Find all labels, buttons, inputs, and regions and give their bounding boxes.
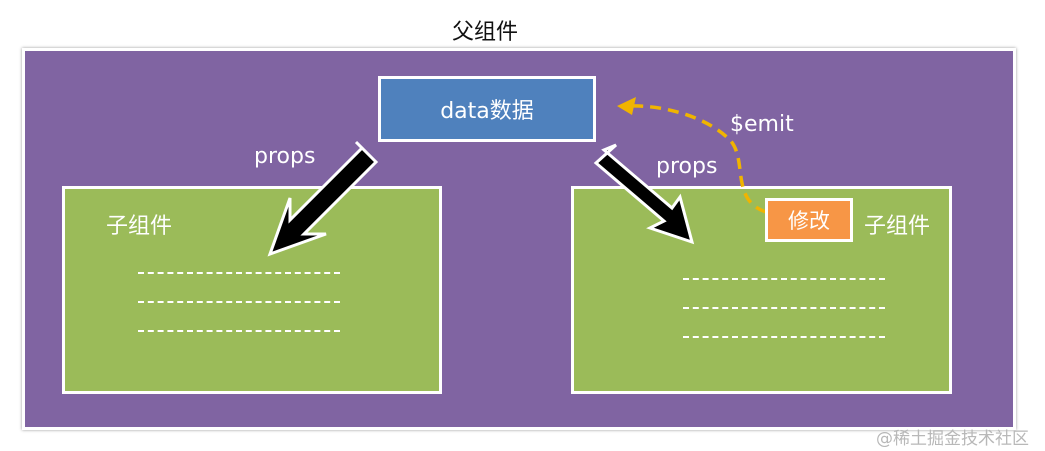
placeholder-line (138, 272, 340, 274)
placeholder-line (683, 278, 885, 280)
placeholder-line (683, 307, 885, 309)
placeholder-line (683, 336, 885, 338)
parent-component-title: 父组件 (452, 20, 519, 45)
emit-label: $emit (730, 112, 794, 137)
child-component-left (62, 186, 442, 394)
props-right-label: props (656, 154, 718, 179)
props-arrow-left (267, 140, 379, 257)
placeholder-line (138, 330, 340, 332)
watermark: @稀土掘金技术社区 (876, 429, 1029, 449)
emit-arrow (629, 104, 767, 214)
child-right-label: 子组件 (864, 214, 931, 239)
child-left-label: 子组件 (106, 214, 173, 239)
placeholder-line (138, 301, 340, 303)
emit-arrow-head (617, 97, 636, 115)
props-left-label: props (254, 144, 316, 169)
props-arrow-right (593, 143, 695, 245)
modify-button[interactable]: 修改 (765, 198, 853, 242)
data-box: data数据 (378, 76, 596, 142)
child-component-right (571, 186, 952, 394)
